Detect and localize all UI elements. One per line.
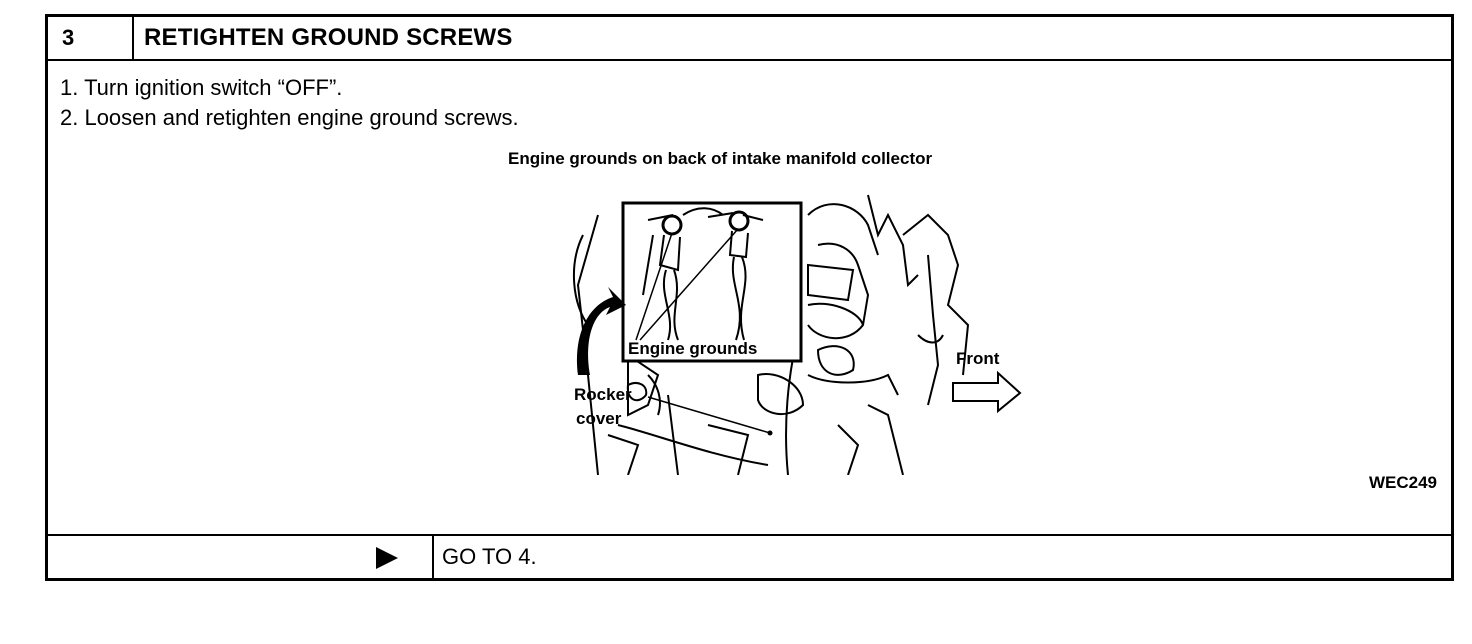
- label-front: Front: [956, 349, 1000, 368]
- instruction-list: 1. Turn ignition switch “OFF”. 2. Loosen…: [60, 73, 519, 133]
- footer-row: GO TO 4.: [48, 534, 1451, 578]
- footer-arrow-cell: [48, 536, 434, 578]
- figure-code: WEC249: [1368, 473, 1437, 492]
- label-cover: cover: [576, 409, 622, 428]
- label-engine-grounds: Engine grounds: [628, 339, 758, 358]
- step-number: 3: [48, 17, 134, 59]
- step-title: RETIGHTEN GROUND SCREWS: [144, 24, 513, 51]
- engine-drawing: [572, 194, 1022, 476]
- engine-illustration: Engine grounds Front Rocker cover: [508, 175, 1028, 476]
- play-arrow-icon: [376, 547, 398, 569]
- instruction-step-2: 2. Loosen and retighten engine ground sc…: [60, 105, 519, 130]
- goto-next-step: GO TO 4.: [442, 544, 537, 569]
- instruction-step-1: 1. Turn ignition switch “OFF”.: [60, 75, 343, 100]
- label-rocker: Rocker: [574, 385, 632, 404]
- header-row: 3 RETIGHTEN GROUND SCREWS: [48, 17, 1451, 61]
- procedure-table: 3 RETIGHTEN GROUND SCREWS 1. Turn igniti…: [45, 14, 1454, 581]
- figure-title: Engine grounds on back of intake manifol…: [508, 149, 933, 168]
